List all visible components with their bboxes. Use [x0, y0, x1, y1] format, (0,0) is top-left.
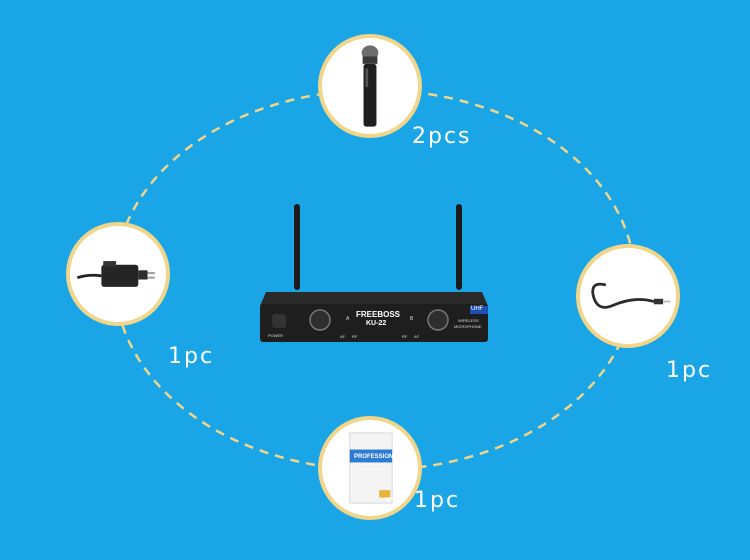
adapter-quantity: 1pc [168, 344, 215, 369]
band-badge: UHF [471, 306, 484, 312]
channel-b-label: B [410, 316, 414, 322]
microphone-icon [361, 45, 379, 127]
audio-cable-icon [591, 282, 671, 309]
microphone-quantity: 2pcs [412, 124, 472, 149]
antenna-right [456, 204, 462, 290]
manual-quantity: 1pc [414, 488, 461, 513]
manual-subtitle: SPECIFICATIONS [354, 461, 388, 466]
manual-title: PROFESSIONAL [354, 454, 402, 460]
type-label-line2: MICROPHONE [454, 324, 482, 329]
power-button[interactable] [272, 314, 286, 328]
knob-a[interactable] [309, 309, 331, 331]
af-label-b: AF [414, 334, 420, 339]
microphone-bubble [318, 34, 422, 138]
cable-quantity: 1pc [666, 358, 713, 383]
receiver-illustration [260, 204, 488, 342]
power-label: POWER [268, 333, 284, 338]
model-label: KU-22 [366, 320, 387, 327]
rf-label-a: RF [352, 334, 358, 339]
manual-bubble: PROFESSIONAL SPECIFICATIONS UHF [318, 416, 422, 520]
adapter-bubble [66, 222, 170, 326]
manual-icon [349, 432, 393, 504]
manual-footer: UHF [386, 497, 397, 503]
type-label-line1: WIRELESS [458, 318, 479, 323]
channel-a-label: A [346, 316, 350, 322]
wireless-receiver: FREEBOSS KU-22 UHF WIRELESS MICROPHONE P… [258, 196, 490, 346]
cable-bubble [576, 244, 680, 348]
power-adapter-icon [76, 261, 155, 287]
rf-label-b: RF [402, 334, 408, 339]
af-label-a: AF [340, 334, 346, 339]
brand-label: FREEBOSS [356, 310, 401, 319]
antenna-left [294, 204, 300, 290]
knob-b[interactable] [427, 309, 449, 331]
